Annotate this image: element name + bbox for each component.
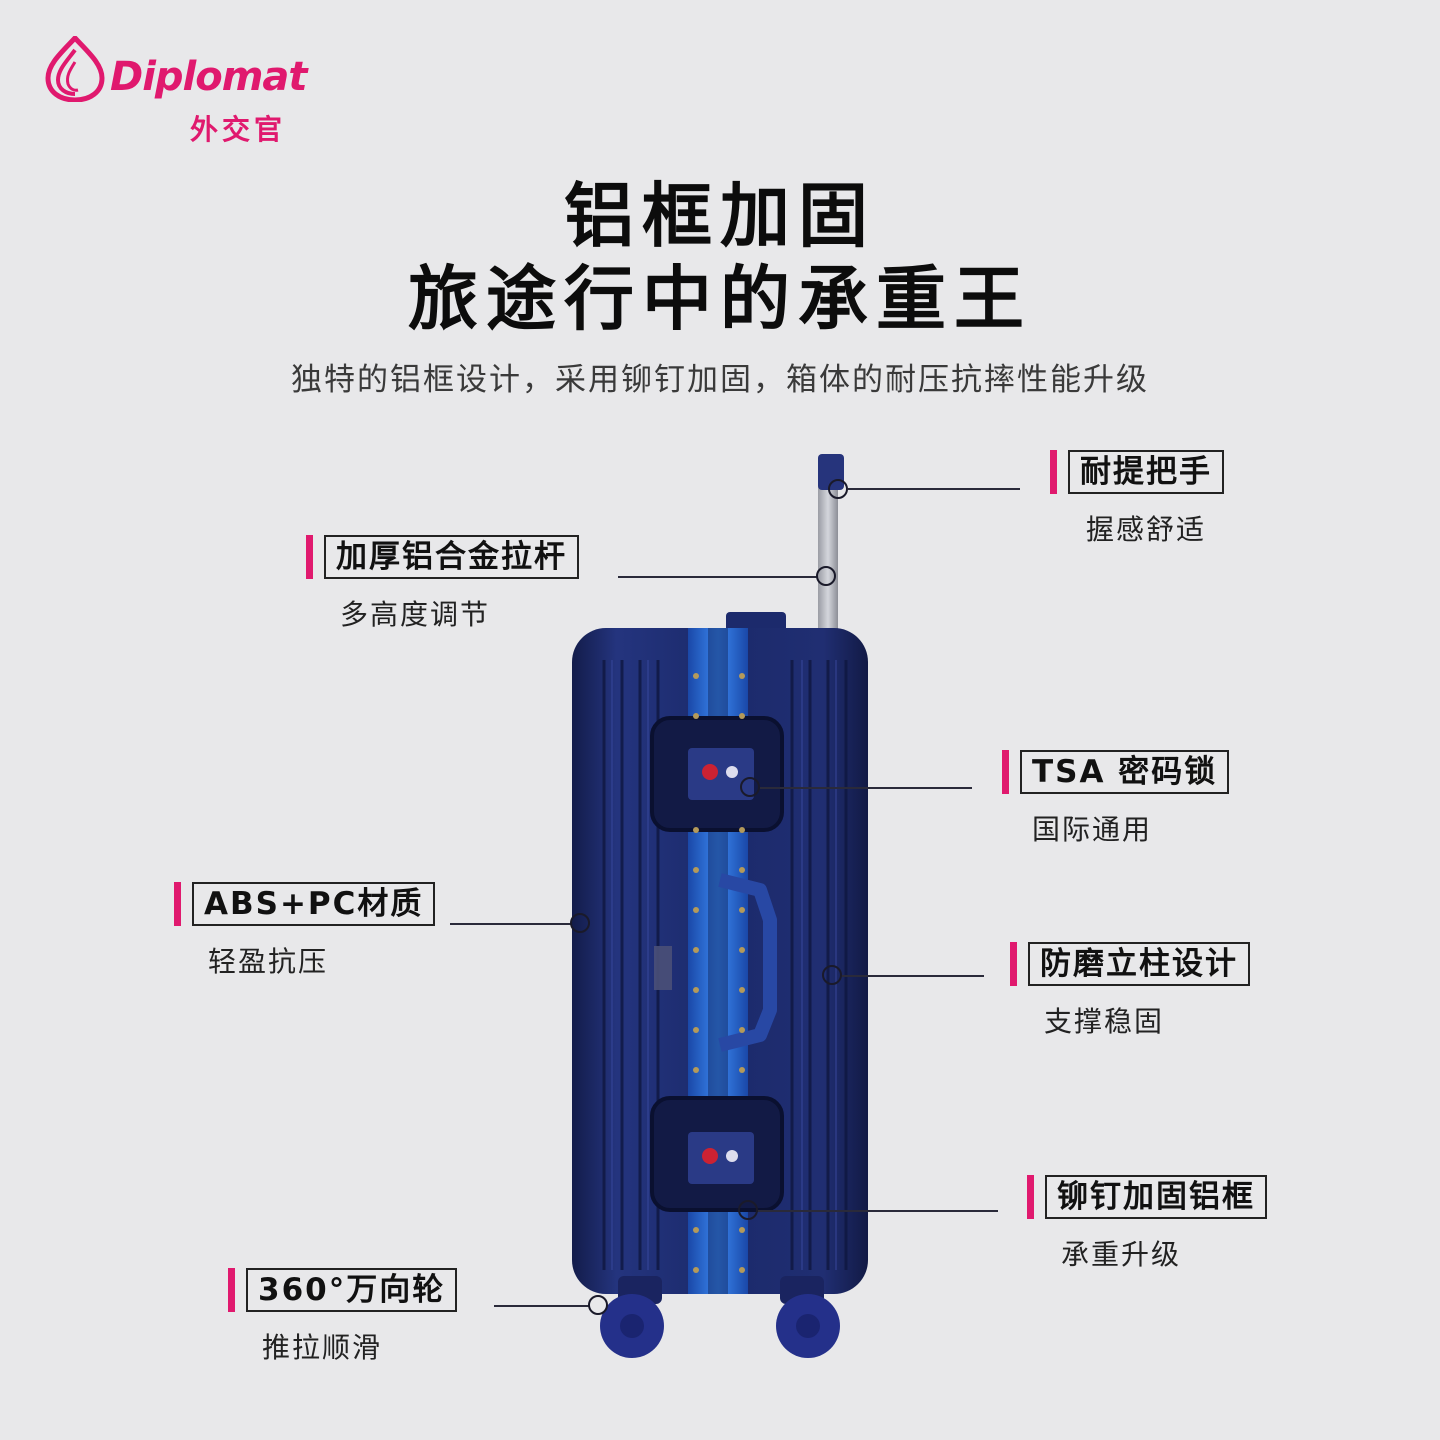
trolley-rod <box>818 478 838 638</box>
feature-material-desc: 轻盈抗压 <box>208 945 329 978</box>
brand-name-cn: 外交官 <box>190 113 287 146</box>
leader-dot-pillar <box>822 965 842 985</box>
brand-name-en: Diplomat <box>110 54 308 100</box>
leader-line-trolley <box>618 576 818 578</box>
page-title: 铝框加固 <box>564 175 876 257</box>
feature-trolley-title: 加厚铝合金拉杆 <box>324 535 579 579</box>
brand-logo: Diplomat 外交官 <box>44 36 324 146</box>
leader-dot-lock <box>740 777 760 797</box>
feature-handle-title: 耐提把手 <box>1068 450 1224 494</box>
feature-lock-title: TSA 密码锁 <box>1020 750 1230 794</box>
leader-dot-frame <box>738 1200 758 1220</box>
leader-dot-material <box>570 913 590 933</box>
leader-line-material <box>450 923 572 925</box>
feature-wheels-title: 360°万向轮 <box>246 1268 458 1312</box>
leader-line-lock <box>760 787 972 789</box>
suitcase-image <box>572 454 868 1358</box>
leader-dot-trolley <box>816 566 836 586</box>
feature-handle-desc: 握感舒适 <box>1086 513 1207 546</box>
leader-line-wheels <box>494 1305 590 1307</box>
feature-frame-title: 铆钉加固铝框 <box>1045 1175 1267 1219</box>
tsa-lock-top <box>688 748 754 800</box>
page-title-line2: 旅途行中的承重王 <box>408 258 1032 340</box>
feature-pillar-title: 防磨立柱设计 <box>1028 942 1250 986</box>
leader-dot-handle <box>828 479 848 499</box>
feature-material-title: ABS+PC材质 <box>192 882 436 926</box>
leader-line-handle <box>848 488 1020 490</box>
feature-frame-desc: 承重升级 <box>1061 1238 1182 1271</box>
side-handle <box>718 873 777 1052</box>
page-subtitle: 独特的铝框设计，采用铆钉加固，箱体的耐压抗摔性能升级 <box>291 362 1149 398</box>
leader-dot-wheels <box>588 1295 608 1315</box>
drop-logo-icon <box>45 36 105 102</box>
feature-pillar-desc: 支撑稳固 <box>1044 1005 1165 1038</box>
feature-trolley-desc: 多高度调节 <box>340 598 491 631</box>
leader-line-pillar <box>842 975 984 977</box>
tsa-lock-bottom <box>688 1132 754 1184</box>
feature-lock-desc: 国际通用 <box>1032 813 1153 846</box>
leader-line-frame <box>758 1210 998 1212</box>
feature-wheels-desc: 推拉顺滑 <box>262 1331 383 1364</box>
